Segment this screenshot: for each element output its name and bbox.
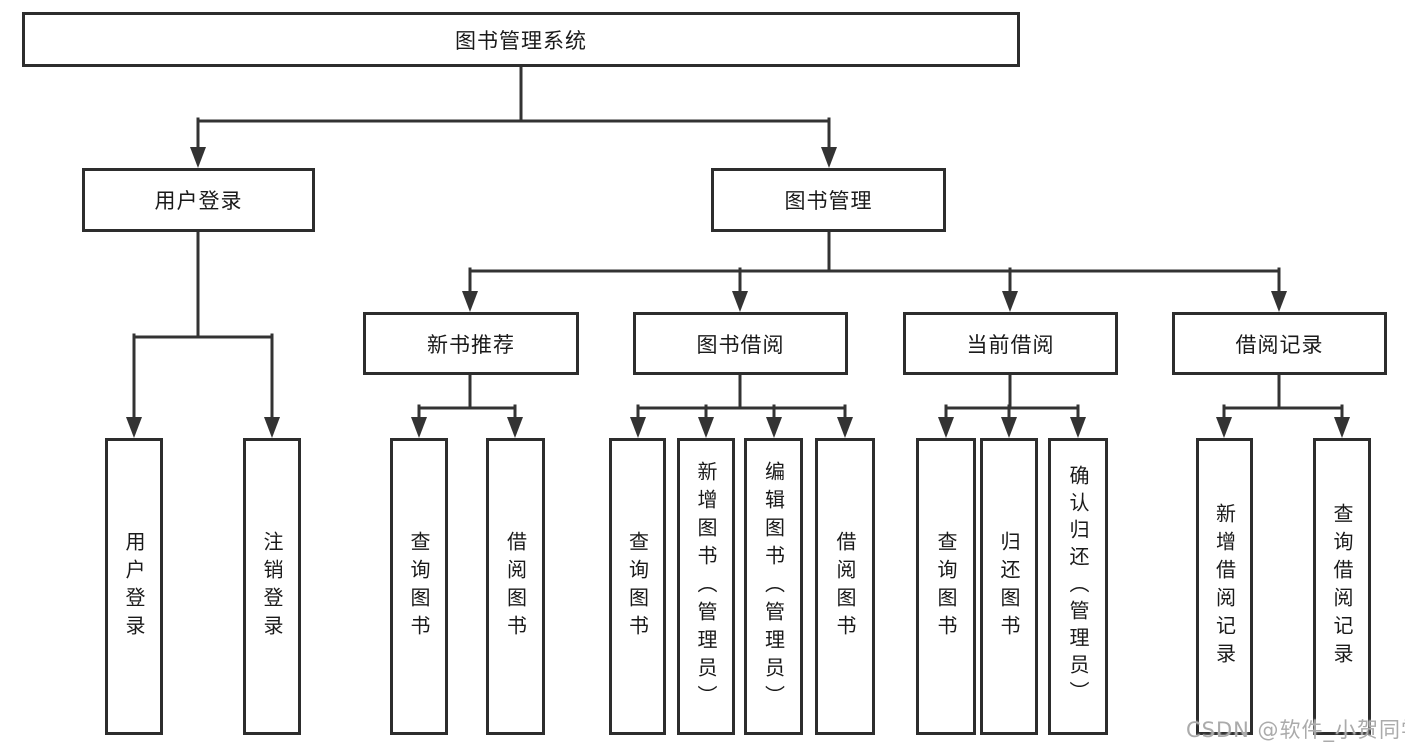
leaf-label: 查询图书 — [625, 530, 650, 643]
leaf-label: 新增图书（管理员） — [694, 460, 718, 713]
node-leaf-add-books-admin: 新增图书（管理员） — [677, 438, 735, 735]
leaf-label: 借阅图书 — [503, 530, 528, 643]
leaf-label: 借阅图书 — [833, 530, 857, 643]
node-leaf-add-borrow-record: 新增借阅记录 — [1196, 438, 1253, 735]
node-root-library-system: 图书管理系统 — [22, 12, 1020, 67]
node-leaf-return-books: 归还图书 — [980, 438, 1038, 735]
node-section-new-book-recommend: 新书推荐 — [363, 312, 579, 375]
node-leaf-borrow-books-1: 借阅图书 — [486, 438, 545, 735]
node-leaf-logout: 注销登录 — [243, 438, 301, 735]
arrowheads — [126, 147, 1350, 438]
node-leaf-confirm-return-admin: 确认归还（管理员） — [1048, 438, 1108, 735]
leaf-label: 确认归还（管理员） — [1066, 465, 1090, 708]
node-leaf-query-books-2: 查询图书 — [609, 438, 666, 735]
node-section-book-borrow: 图书借阅 — [633, 312, 848, 375]
node-leaf-query-borrow-record: 查询借阅记录 — [1313, 438, 1371, 735]
leaf-label: 查询图书 — [407, 530, 431, 643]
node-leaf-user-login: 用户登录 — [105, 438, 163, 735]
node-leaf-edit-books-admin: 编辑图书（管理员） — [744, 438, 803, 735]
leaf-label: 新增借阅记录 — [1212, 502, 1237, 671]
csdn-watermark: CSDN @软件_小贺同学 — [1186, 718, 1405, 742]
node-branch-user-login: 用户登录 — [82, 168, 315, 232]
node-section-borrow-records: 借阅记录 — [1172, 312, 1387, 375]
leaf-label: 注销登录 — [260, 530, 284, 643]
node-leaf-query-books-3: 查询图书 — [916, 438, 976, 735]
node-section-current-borrow: 当前借阅 — [903, 312, 1118, 375]
leaf-label: 用户登录 — [122, 530, 146, 643]
node-leaf-borrow-books-2: 借阅图书 — [815, 438, 875, 735]
leaf-label: 查询借阅记录 — [1330, 502, 1354, 671]
node-leaf-query-books-1: 查询图书 — [390, 438, 448, 735]
leaf-label: 查询图书 — [934, 530, 958, 643]
leaf-label: 归还图书 — [997, 530, 1021, 643]
leaf-label: 编辑图书（管理员） — [761, 460, 786, 713]
node-branch-book-management: 图书管理 — [711, 168, 946, 232]
